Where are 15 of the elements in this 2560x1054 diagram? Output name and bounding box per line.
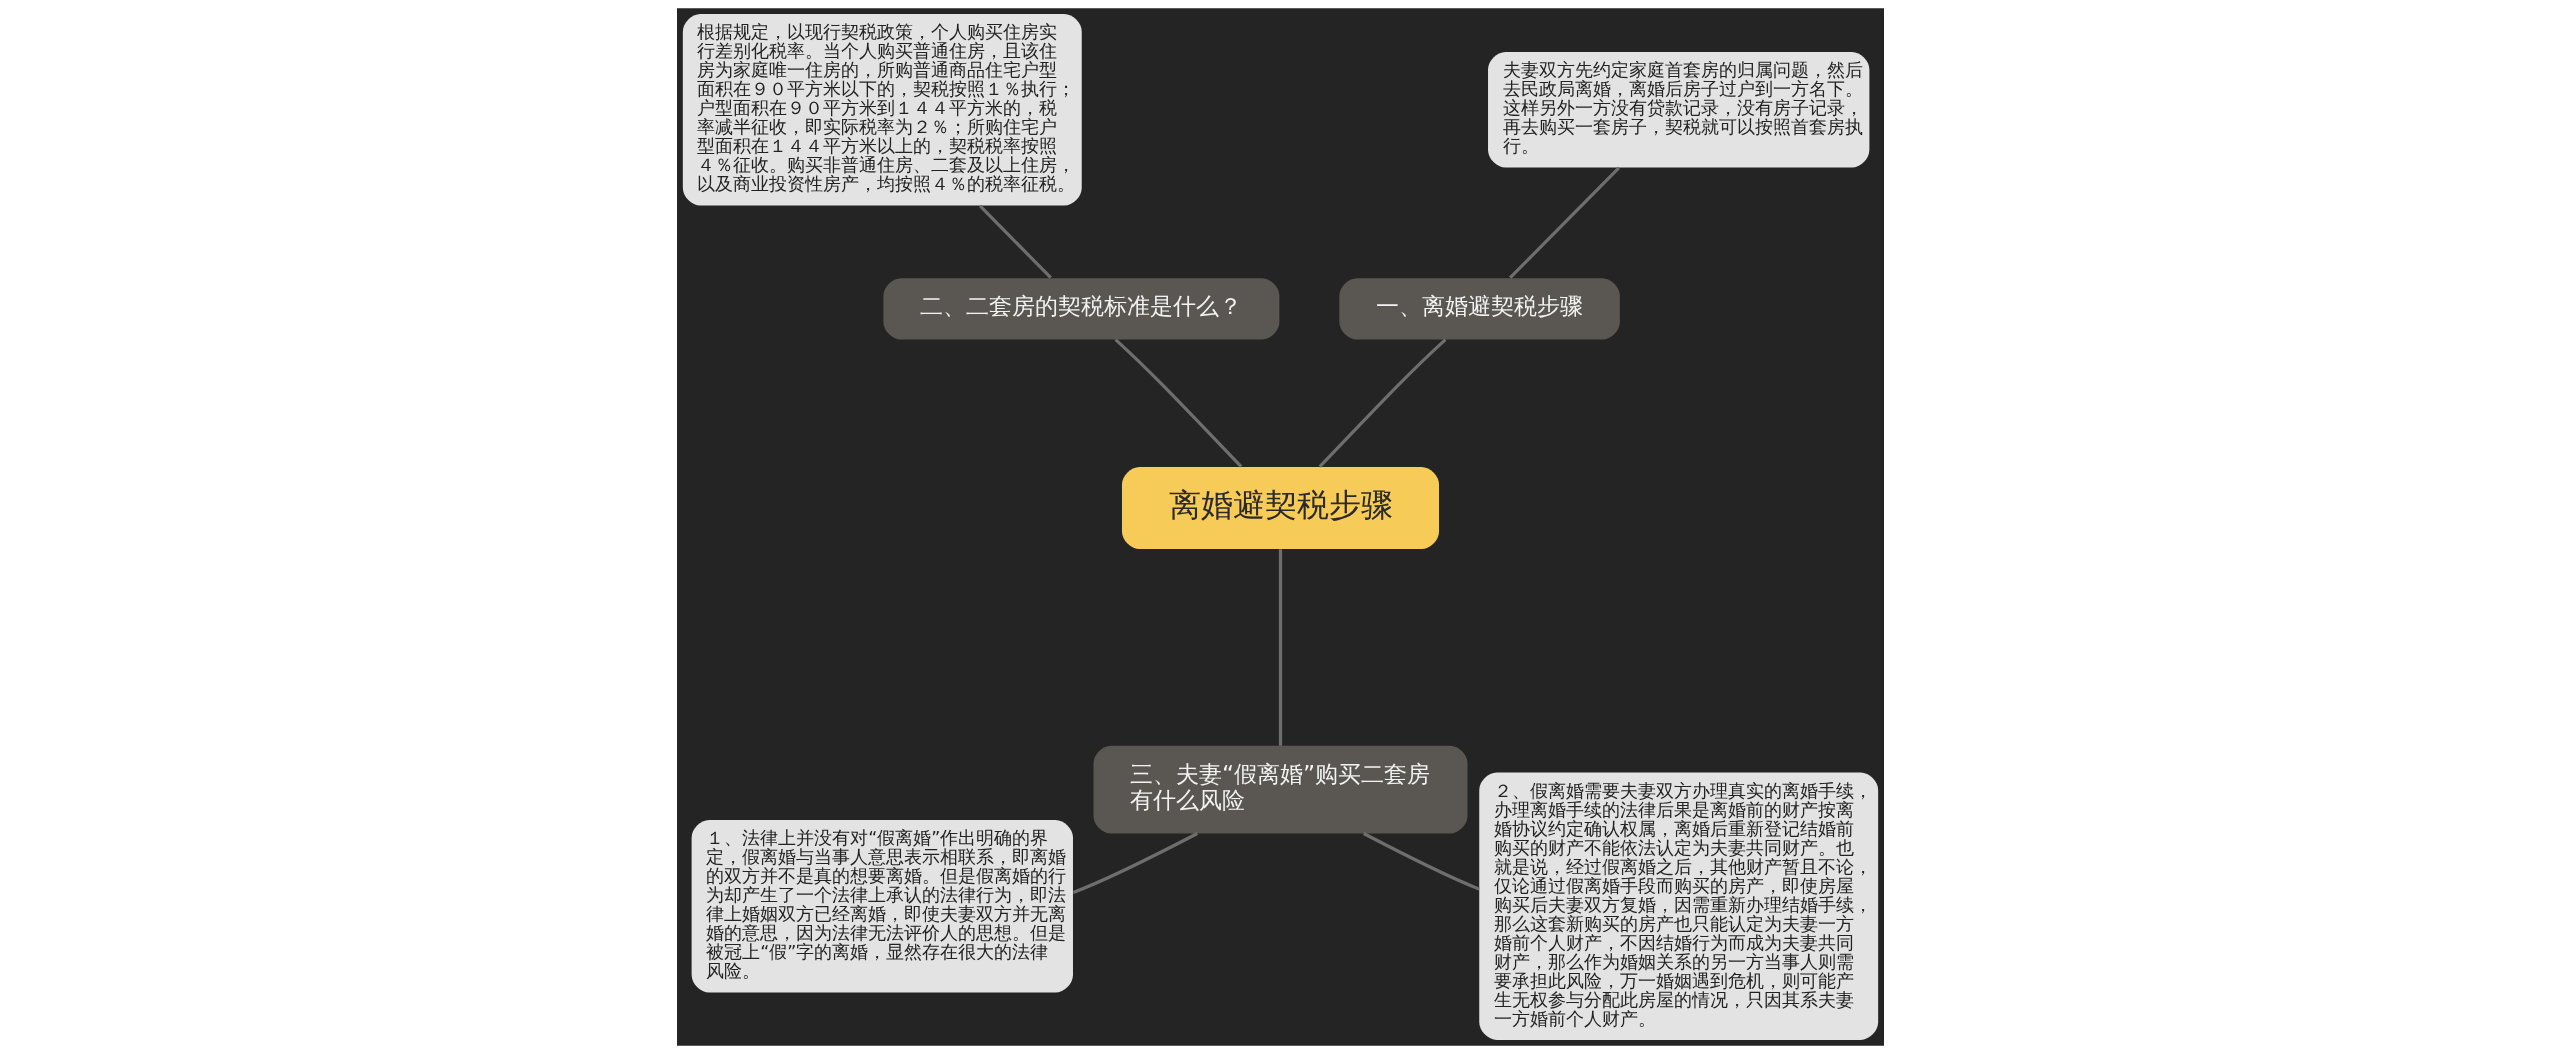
node-box: 夫妻双方先约定家庭首套房的归属问题，然后去民政局离婚，离婚后房子过户到一方名下。这样另外一方没有贷款记录，没有房子记录，再去购买一套房子，契税就可以按照首套房执行。 [1487,52,1869,168]
connector [1318,338,1446,468]
connector [978,204,1052,279]
connector [1508,166,1620,279]
node-box: ２、假离婚需要夫妻双方办理真实的离婚手续，办理离婚手续的法律后果是离婚前的财产按离婚协议约定确认权属，离婚后重新登记结婚前购买的财产不能依法认定为夫妻共同财产。也就是说，经过假离婚之后，其他财产暂且不论，仅论通过假离婚手段而购买的房产，即使房屋购买后夫妻双方复婚，因需重新办理结婚手续，那么这套新购买的房产也只能认定为夫妻一方婚前个人财产，不因结婚行为而成为夫妻共同财产，那么作为婚姻关系的另一方当事人则需要承担此风险，万一婚姻遇到危机，则可能产生无权参与分配此房屋的情况，只因其系夫妻一方婚前个人财产。 [1478,772,1878,1040]
connector [1114,338,1242,468]
node-box: 离婚避契税步骤 [1121,467,1439,549]
node-box: 三、夫妻“假离婚”购买二套房有什么风险 [1093,745,1468,834]
connector [1278,549,1282,746]
node-box: １、法律上并没有对“假离婚”作出明确的界定，假离婚与当事人意思表示相联系，即离婚的双方并不是真的想要离婚。但是假离婚的行为却产生了一个法律上承认的法律行为，即法律上婚姻双方已经离婚，即使夫妻双方并无离婚的意思，因为法律无法评价人的思想。但是被冠上“假”字的离婚，显然存在很大的法律风险。 [691,820,1073,993]
node-box: 根据规定，以现行契税政策，个人购买住房实行差别化税率。当个人购买普通住房，且该住房为家庭唯一住房的，所购普通商品住宅户型面积在９０平方米以下的，契税按照１％执行；户型面积在９０平方米到１４４平方米的，税率减半征收，即实际税率为２％；所购住宅户型面积在１４４平方米以上的，契税税率按照４％征收。购买非普通住房、二套及以上住房，以及商业投资性房产，均按照４％的税率征税。 [682,14,1082,206]
connector [1072,832,1198,894]
connector [1362,832,1480,891]
node-box: 二、二套房的契税标准是什么？ [882,278,1279,340]
node-box: 一、离婚避契税步骤 [1338,278,1620,340]
